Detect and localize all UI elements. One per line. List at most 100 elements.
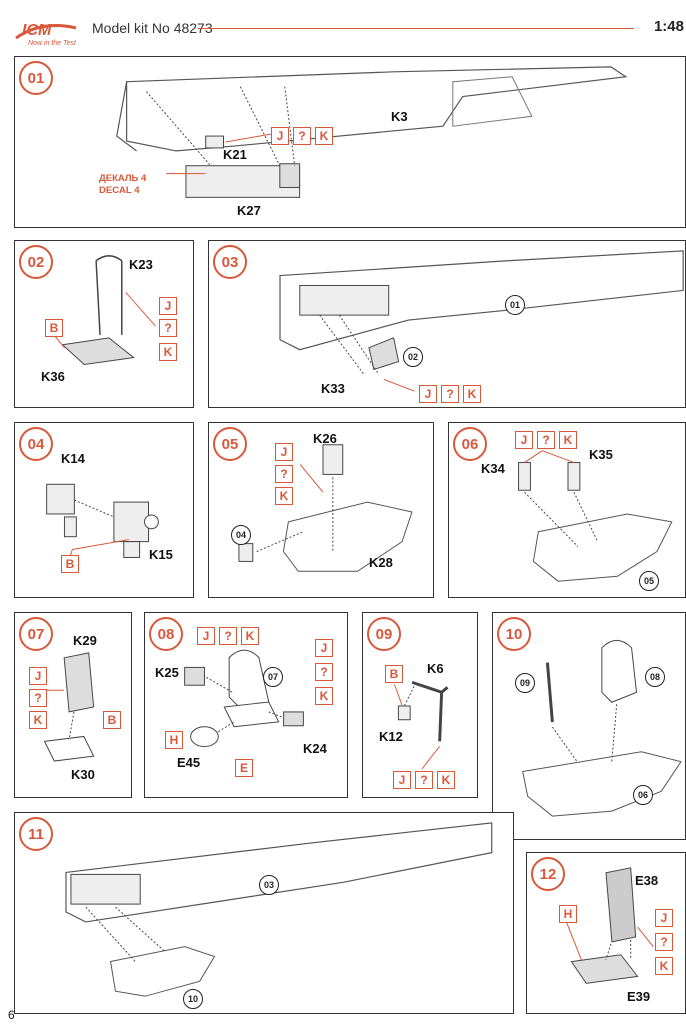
- part-k23: K23: [129, 257, 153, 272]
- decal-ru: ДЕКАЛЬ 4: [99, 173, 147, 184]
- symbol-q: ?: [441, 385, 459, 403]
- kit-title: Model kit No 48273: [92, 20, 213, 36]
- step-06-number: 06: [453, 427, 487, 461]
- symbol-k: K: [655, 957, 673, 975]
- ref-step-04: 04: [231, 525, 251, 545]
- symbol-j: J: [393, 771, 411, 789]
- symbol-b: B: [61, 555, 79, 573]
- symbol-q: ?: [219, 627, 237, 645]
- symbol-e: E: [235, 759, 253, 777]
- part-k30: K30: [71, 767, 95, 782]
- step-03-panel: 03 01 02 K33 J ? K: [208, 240, 686, 408]
- symbol-j: J: [197, 627, 215, 645]
- symbol-q: ?: [655, 933, 673, 951]
- symbol-j: J: [29, 667, 47, 685]
- step-06-panel: 06 K34 K35 05 J ? K: [448, 422, 686, 598]
- symbol-j: J: [275, 443, 293, 461]
- step-01-number: 01: [19, 61, 53, 95]
- symbol-h: H: [165, 731, 183, 749]
- step-01-drawing: [116, 66, 628, 198]
- step-02-number: 02: [19, 245, 53, 279]
- symbol-q: ?: [159, 319, 177, 337]
- part-e39: E39: [627, 989, 651, 1004]
- part-k21: K21: [223, 147, 247, 162]
- symbol-k: K: [315, 127, 333, 145]
- step-04-number: 04: [19, 427, 53, 461]
- step-04-drawing: [46, 483, 159, 562]
- step-07-panel: 07 K29 K30 J ? K B: [14, 612, 132, 798]
- ref-step-02: 02: [403, 347, 423, 367]
- symbol-k: K: [463, 385, 481, 403]
- kit-scale: 1:48: [653, 18, 684, 35]
- symbol-q: ?: [29, 689, 47, 707]
- symbol-j: J: [315, 639, 333, 657]
- brand-tagline: Now in the Test: [28, 40, 76, 47]
- symbol-q: ?: [537, 431, 555, 449]
- part-k6: K6: [427, 661, 444, 676]
- header-rule: [198, 28, 634, 29]
- ref-step-01: 01: [505, 295, 525, 315]
- step-07-drawing: [43, 652, 95, 762]
- symbol-j: J: [515, 431, 533, 449]
- symbol-k: K: [29, 711, 47, 729]
- symbol-b: B: [103, 711, 121, 729]
- symbol-q: ?: [415, 771, 433, 789]
- page-number: 6: [8, 1008, 15, 1022]
- step-08-drawing: [184, 649, 304, 748]
- part-k29: K29: [73, 633, 97, 648]
- step-08-number: 08: [149, 617, 183, 651]
- step-10-number: 10: [497, 617, 531, 651]
- symbol-j: J: [419, 385, 437, 403]
- symbol-k: K: [159, 343, 177, 361]
- step-03-drawing: [279, 250, 684, 392]
- symbol-k: K: [275, 487, 293, 505]
- step-03-number: 03: [213, 245, 247, 279]
- step-10-panel: 10 09 08 06: [492, 612, 686, 840]
- icm-logo: [15, 24, 77, 40]
- symbol-b: B: [385, 665, 403, 683]
- step-02-drawing: [54, 255, 156, 366]
- brand-name: ICM: [22, 22, 52, 39]
- decal-en: DECAL 4: [99, 185, 140, 196]
- ref-step-06: 06: [633, 785, 653, 805]
- part-k27: K27: [237, 203, 261, 218]
- part-k25: K25: [155, 665, 179, 680]
- step-11-panel: 11 03 10: [14, 812, 514, 1014]
- part-e38: E38: [635, 873, 659, 888]
- symbol-k: K: [559, 431, 577, 449]
- ref-step-03: 03: [259, 875, 279, 895]
- symbol-j: J: [159, 297, 177, 315]
- part-k28: K28: [369, 555, 393, 570]
- symbol-k: K: [241, 627, 259, 645]
- step-12-number: 12: [531, 857, 565, 891]
- part-k35: K35: [589, 447, 613, 462]
- step-02-panel: 02 K23 K36 B J ? K: [14, 240, 194, 408]
- part-k36: K36: [41, 369, 65, 384]
- step-01-panel: 01 K3 K21 K27 ДЕКАЛЬ 4 DECAL 4 J ? K: [14, 56, 686, 228]
- step-06-drawing: [518, 450, 673, 582]
- part-k12: K12: [379, 729, 403, 744]
- step-09-panel: 09 B K6 K12 J ? K: [362, 612, 478, 798]
- step-11-drawing: [65, 822, 493, 997]
- part-k15: K15: [149, 547, 173, 562]
- step-08-panel: 08 J ? K K25 07 J ? K K24 H E45 E: [144, 612, 348, 798]
- ref-step-10: 10: [183, 989, 203, 1009]
- step-11-number: 11: [19, 817, 53, 851]
- step-12-panel: 12 E38 H J ? K E39: [526, 852, 686, 1014]
- part-k3: K3: [391, 109, 408, 124]
- symbol-j: J: [271, 127, 289, 145]
- part-k24: K24: [303, 741, 327, 756]
- step-09-drawing: [393, 680, 449, 770]
- step-05-drawing: [238, 444, 413, 572]
- step-09-number: 09: [367, 617, 401, 651]
- step-07-number: 07: [19, 617, 53, 651]
- part-e45: E45: [177, 755, 201, 770]
- symbol-q: ?: [315, 663, 333, 681]
- part-k26: K26: [313, 431, 337, 446]
- step-12-drawing: [566, 867, 654, 984]
- ref-step-07: 07: [263, 667, 283, 687]
- decal-label: ДЕКАЛЬ 4 DECAL 4: [99, 173, 146, 197]
- part-k14: K14: [61, 451, 85, 466]
- part-k34: K34: [481, 461, 505, 476]
- symbol-q: ?: [275, 465, 293, 483]
